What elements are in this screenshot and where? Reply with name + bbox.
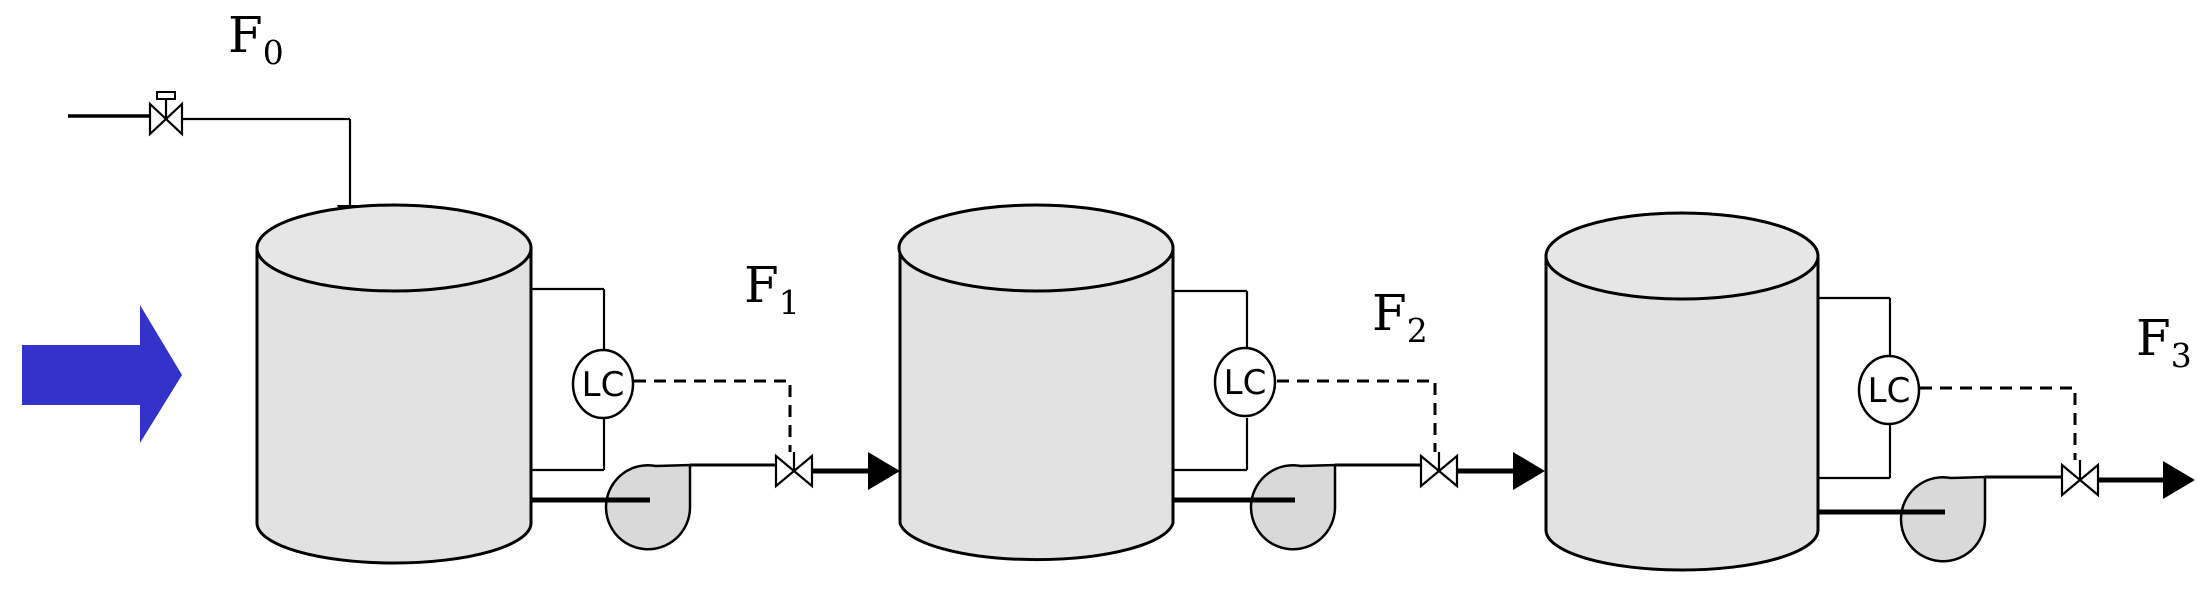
control-valve-1 — [774, 452, 814, 489]
flow-label-f0: F0 — [228, 6, 284, 72]
level-controller-3-label: LC — [1868, 371, 1911, 411]
feed-valve — [148, 91, 184, 137]
level-controller-3: LC — [1857, 354, 1921, 426]
outlet-line-3 — [1818, 461, 2195, 515]
level-loop-1 — [531, 287, 792, 472]
level-controller-1-label: LC — [582, 365, 625, 405]
level-controller-1: LC — [571, 348, 635, 420]
flow-label-f3: F3 — [2136, 309, 2192, 375]
level-loop-2 — [1173, 289, 1437, 472]
flow-label-f1: F1 — [744, 256, 800, 322]
level-controller-2-label: LC — [1224, 363, 1267, 403]
pump-2 — [1245, 463, 1337, 551]
control-valve-2 — [1419, 452, 1459, 489]
outlet-line-1 — [531, 452, 900, 503]
control-valve-3 — [2060, 460, 2100, 498]
direction-arrow — [22, 305, 182, 443]
pump-3 — [1895, 475, 1987, 563]
level-loop-3 — [1818, 296, 2077, 480]
tank-1 — [255, 203, 533, 565]
tank-3 — [1544, 211, 1820, 572]
tank-2 — [897, 203, 1175, 562]
outlet-line-2 — [1173, 452, 1545, 503]
level-controller-2: LC — [1213, 346, 1277, 418]
pump-1 — [600, 463, 692, 551]
flow-label-f2: F2 — [1372, 284, 1428, 350]
